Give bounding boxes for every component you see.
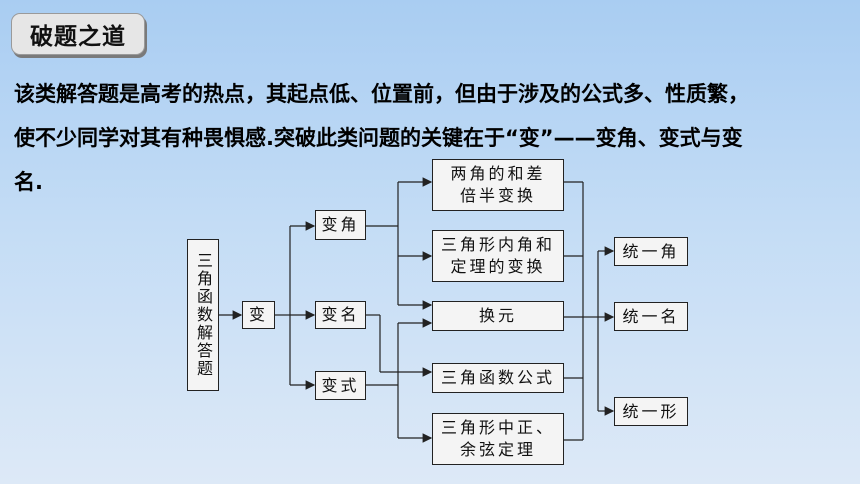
- tool-node-trig-formulas: 三角函数公式: [432, 363, 564, 393]
- change-node-box: 变: [242, 301, 275, 329]
- goal-label: 统一形: [622, 401, 680, 421]
- section-title: 破题之道: [30, 24, 126, 50]
- change-node-label: 变: [248, 305, 268, 324]
- method-node-name: 变名: [315, 301, 366, 329]
- intro-paragraph: 该类解答题是高考的热点，其起点低、位置前，但由于涉及的公式多、性质繁， 使不少同…: [14, 72, 849, 204]
- tool-label-line: 三角形内角和: [440, 235, 555, 254]
- goal-label: 统一名: [622, 306, 680, 326]
- intro-line-2: 使不少同学对其有种畏惧感.突破此类问题的关键在于“变”——变角、变式与变: [14, 126, 743, 150]
- method-label: 变名: [321, 305, 360, 324]
- method-label: 变角: [321, 215, 360, 234]
- tool-label: 三角函数公式: [440, 368, 555, 387]
- goal-label: 统一角: [622, 241, 680, 261]
- tool-node-sum-diff: 两角的和差 倍半变换: [432, 159, 564, 211]
- tool-label-line: 余弦定理: [459, 440, 536, 459]
- method-node-form: 变式: [315, 371, 366, 400]
- root-node-label: 三角函数解答题: [194, 252, 213, 378]
- intro-line-1: 该类解答题是高考的热点，其起点低、位置前，但由于涉及的公式多、性质繁，: [14, 82, 749, 106]
- method-label: 变式: [321, 375, 360, 395]
- root-node-box: 三角函数解答题: [187, 239, 219, 391]
- goal-node-unify-name: 统一名: [614, 302, 688, 331]
- intro-line-3: 名.: [14, 170, 43, 194]
- tool-label-line: 倍半变换: [459, 186, 536, 205]
- tool-node-triangle-angle-sum: 三角形内角和 定理的变换: [432, 230, 564, 282]
- tool-label-line: 定理的变换: [450, 257, 546, 276]
- tool-node-substitution: 换元: [432, 301, 564, 331]
- method-node-angle: 变角: [315, 210, 366, 240]
- tool-label-line: 两角的和差: [450, 164, 546, 183]
- tool-node-sine-cosine-law: 三角形中正、 余弦定理: [432, 413, 564, 465]
- tool-label-line: 三角形中正、: [440, 418, 555, 437]
- tool-label: 换元: [478, 306, 517, 325]
- section-title-tab: 破题之道: [11, 13, 145, 55]
- goal-node-unify-form: 统一形: [614, 397, 688, 426]
- goal-node-unify-angle: 统一角: [614, 237, 688, 266]
